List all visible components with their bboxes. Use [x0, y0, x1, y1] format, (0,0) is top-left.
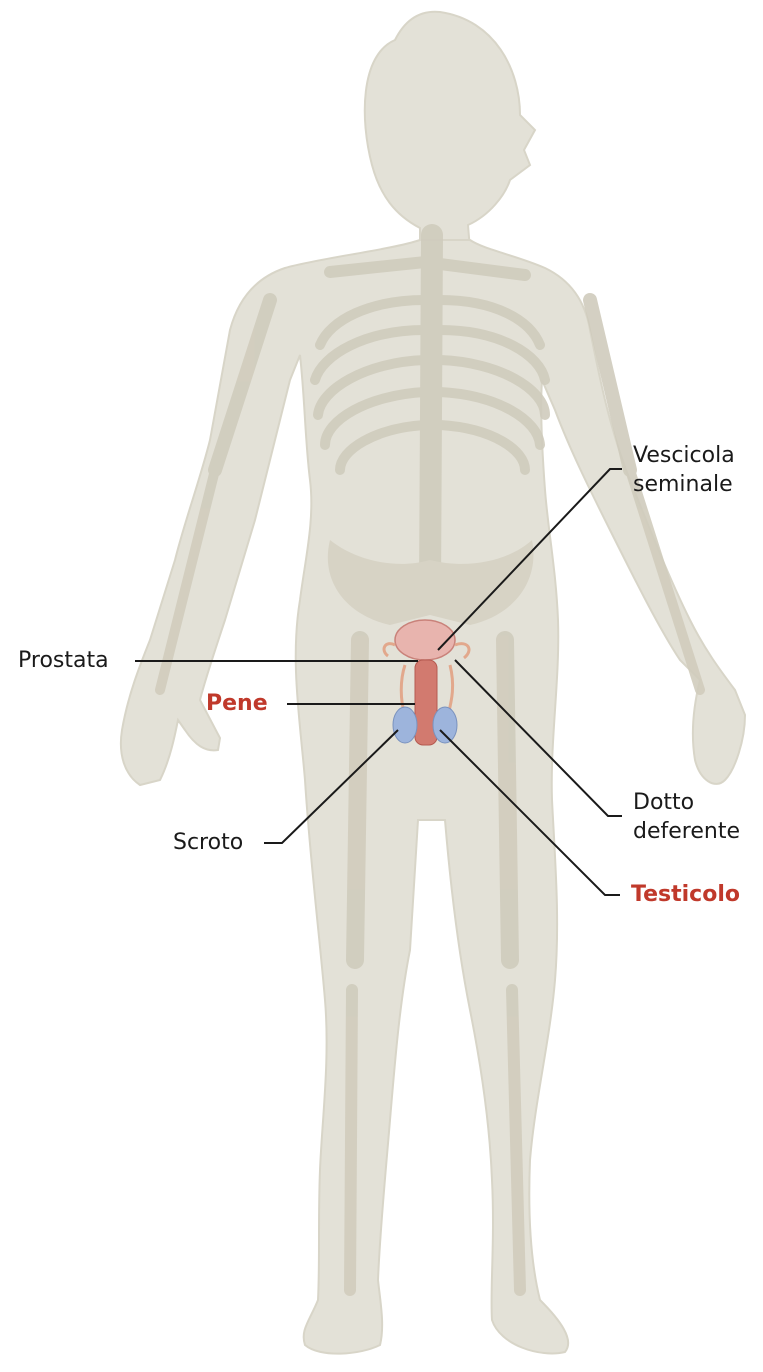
- label-dotto-deferente: Dotto deferente: [633, 788, 740, 846]
- label-vescicola-line1: Vescicola: [633, 441, 735, 470]
- label-dotto-line1: Dotto: [633, 788, 740, 817]
- label-vescicola-seminale: Vescicola seminale: [633, 441, 735, 499]
- label-scroto: Scroto: [173, 828, 243, 857]
- label-testicolo: Testicolo: [631, 880, 740, 909]
- label-dotto-line2: deferente: [633, 817, 740, 846]
- label-prostata: Prostata: [18, 646, 109, 675]
- label-vescicola-line2: seminale: [633, 470, 735, 499]
- label-pene: Pene: [206, 689, 268, 718]
